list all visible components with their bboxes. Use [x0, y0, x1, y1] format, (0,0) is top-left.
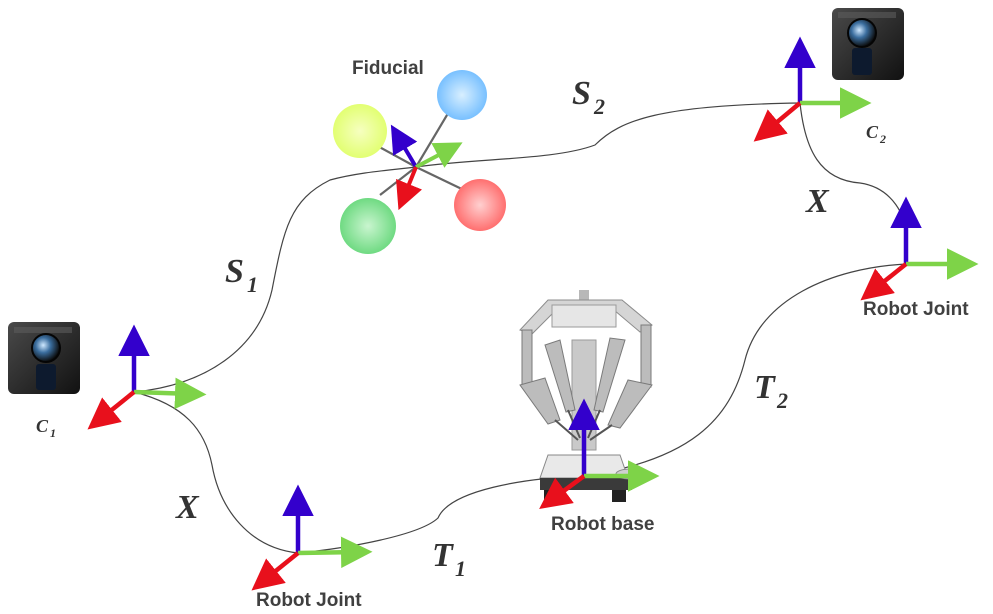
t1-main: T [432, 537, 454, 574]
transform-label-s1: S 1 [225, 253, 258, 297]
transform-paths [133, 102, 907, 554]
transform-label-s2: S 2 [572, 75, 605, 119]
coordinate-frame-icon [87, 324, 207, 430]
path-s2 [415, 102, 801, 168]
s1-main: S [225, 253, 244, 290]
robot-base-label: Robot base [551, 514, 654, 535]
path-t2 [583, 263, 907, 477]
camera-label-c1: C 1 [36, 416, 56, 440]
fiducial-sphere-yellow [333, 104, 387, 158]
fiducial-label: Fiducial [352, 58, 424, 79]
fiducial-sphere-green [340, 198, 396, 254]
path-x-left [133, 391, 299, 554]
s1-sub: 1 [247, 272, 258, 297]
camera-icon [8, 322, 80, 394]
t1-sub: 1 [455, 556, 466, 581]
coordinate-frame-icon [539, 398, 660, 509]
robot-joint-right-label: Robot Joint [863, 299, 969, 320]
t2-main: T [754, 369, 776, 406]
fiducial-sphere-red [454, 179, 506, 231]
transform-label-x-right: X [805, 183, 830, 220]
t2-sub: 2 [776, 388, 788, 413]
coordinate-frame-icon [753, 36, 872, 142]
robot-joint-bottom-label: Robot Joint [256, 590, 362, 611]
camera-label-c2: C 2 [866, 122, 886, 146]
c2-main: C [866, 122, 879, 142]
robot-icon [519, 290, 653, 502]
coordinate-frame-icon [860, 196, 979, 301]
s2-main: S [572, 75, 591, 112]
fiducial-sphere-blue [437, 70, 487, 120]
coordinate-frame-icon [390, 124, 463, 211]
coordinate-frame-icon [251, 484, 373, 591]
c1-main: C [36, 416, 49, 436]
transform-label-x-left: X [175, 489, 200, 526]
transform-label-t2: T 2 [754, 369, 788, 413]
transform-label-t1: T 1 [432, 537, 466, 581]
fiducial-marker-icon [333, 70, 506, 254]
camera-icon [832, 8, 904, 80]
s2-sub: 2 [593, 94, 605, 119]
c1-sub: 1 [50, 426, 56, 440]
path-s1 [133, 166, 417, 393]
c2-sub: 2 [879, 132, 886, 146]
